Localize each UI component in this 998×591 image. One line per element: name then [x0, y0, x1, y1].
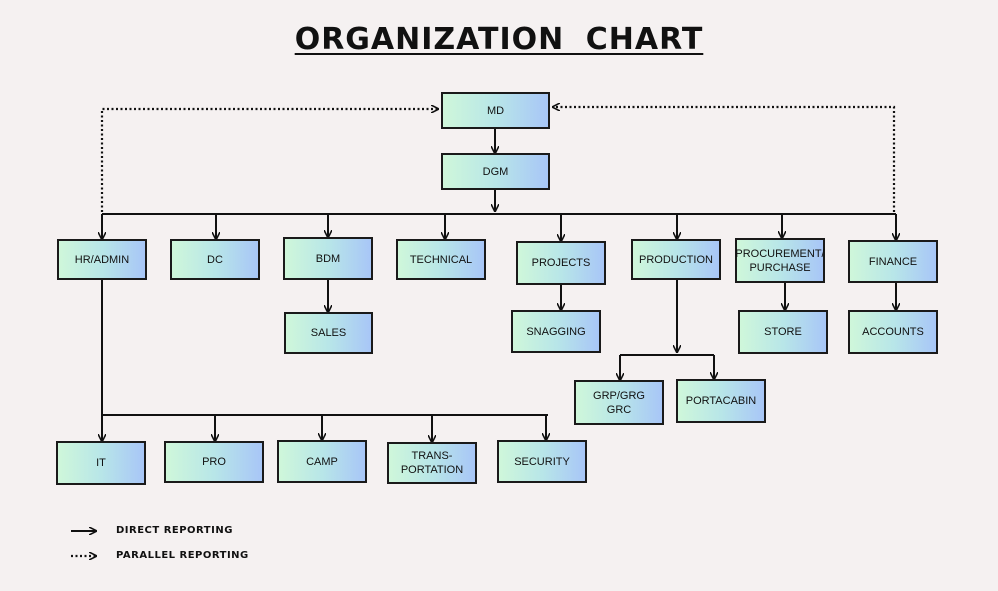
node-bdm: BDM	[283, 237, 373, 280]
node-production: PRODUCTION	[631, 239, 721, 280]
parallel-hr-md	[100, 109, 438, 212]
node-store: STORE	[738, 310, 828, 354]
node-camp: CAMP	[277, 440, 367, 483]
node-pro: PRO	[164, 441, 264, 483]
node-dc: DC	[170, 239, 260, 280]
node-md: MD	[441, 92, 550, 129]
parallel-finance-md	[553, 107, 896, 212]
node-projects: PROJECTS	[516, 241, 606, 285]
node-dgm: DGM	[441, 153, 550, 190]
legend-parallel-label: PARALLEL REPORTING	[116, 550, 249, 561]
node-hr-admin: HR/ADMIN	[57, 239, 147, 280]
node-snagging: SNAGGING	[511, 310, 601, 353]
node-finance: FINANCE	[848, 240, 938, 283]
node-accounts: ACCOUNTS	[848, 310, 938, 354]
node-grp-grg-grc: GRP/GRG GRC	[574, 380, 664, 425]
legend-direct-label: DIRECT REPORTING	[116, 525, 233, 536]
node-sales: SALES	[284, 312, 373, 354]
node-transportation: TRANS- PORTATION	[387, 442, 477, 484]
node-procurement-purchase: PROCUREMENT/ PURCHASE	[735, 238, 825, 283]
node-technical: TECHNICAL	[396, 239, 486, 280]
node-security: SECURITY	[497, 440, 587, 483]
node-it: IT	[56, 441, 146, 485]
chart-title: ORGANIZATION CHART	[294, 22, 704, 57]
node-portacabin: PORTACABIN	[676, 379, 766, 423]
